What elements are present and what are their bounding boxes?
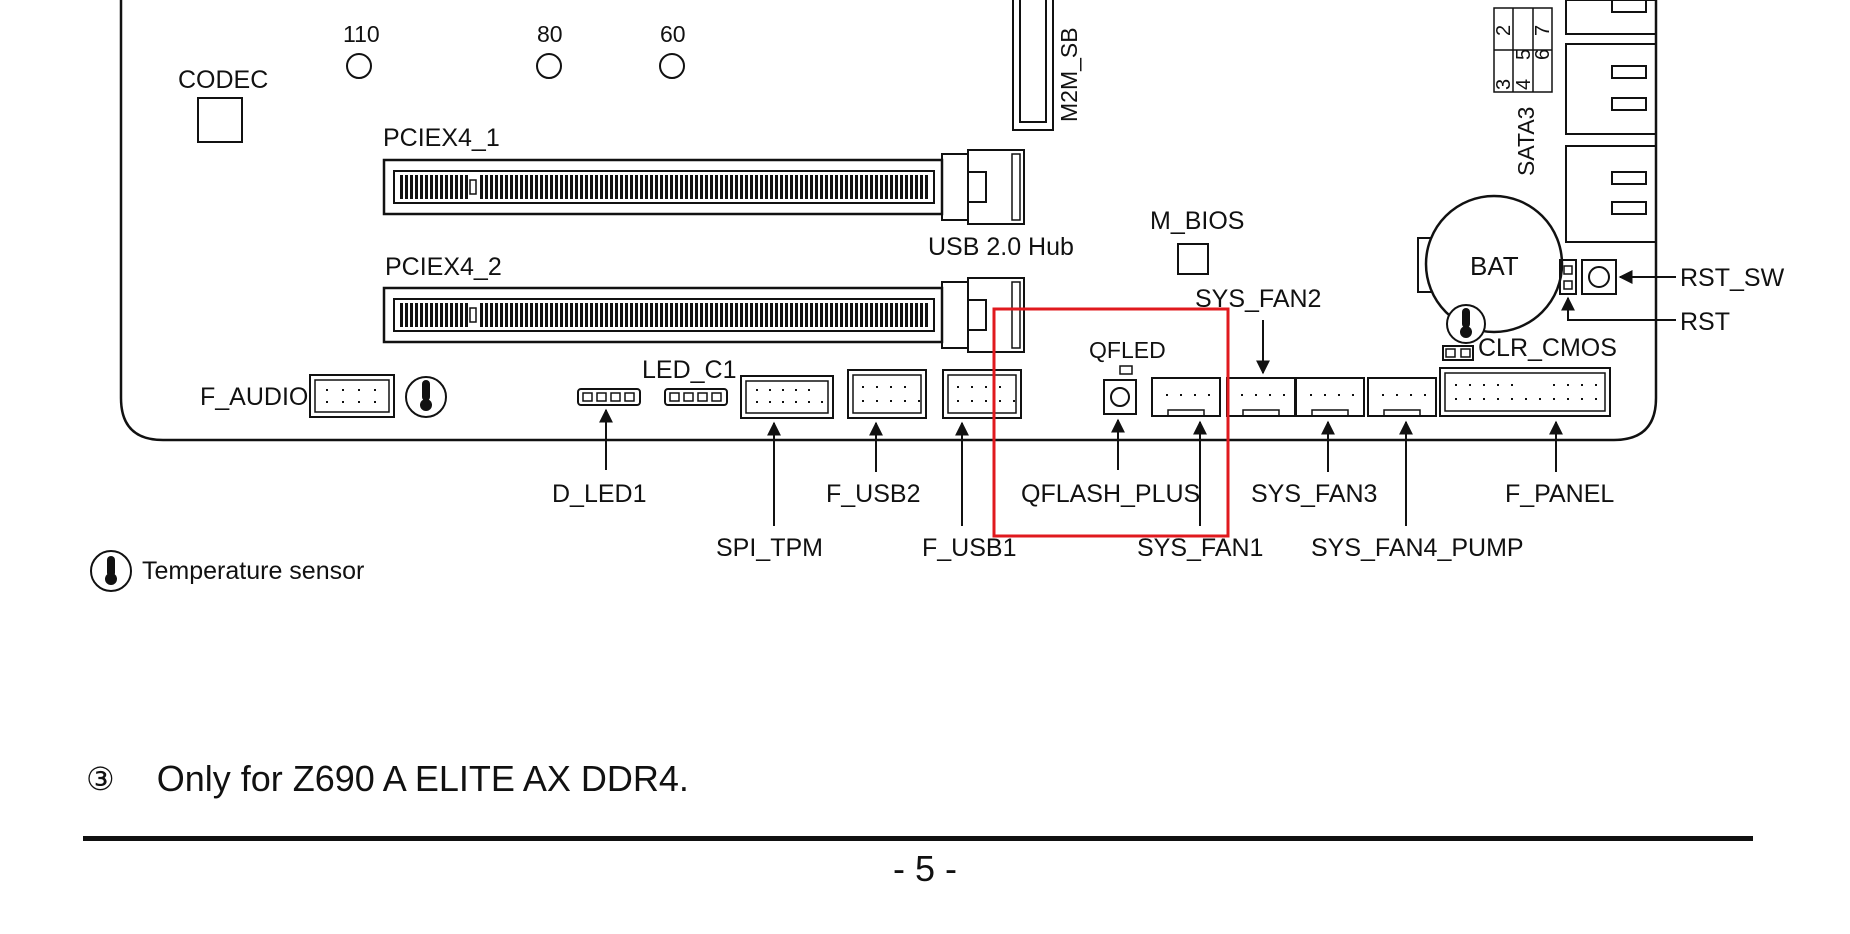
footer-rule	[83, 836, 1753, 841]
f-panel-header	[1439, 367, 1611, 417]
codec-chip	[197, 97, 243, 143]
spi-tpm-label: SPI_TPM	[716, 534, 823, 562]
mount-hole-60	[659, 53, 685, 79]
board-outline	[119, 0, 1658, 442]
sys-fan4-pump-header	[1367, 377, 1437, 417]
led-c1-header	[664, 388, 728, 406]
clr-cmos-label: CLR_CMOS	[1478, 334, 1617, 362]
pciex4-1-slot	[382, 149, 1025, 225]
svg-text:2: 2	[1493, 25, 1515, 36]
motherboard-diagram: CODEC 110 80 60 M2M_SB PCIEX4_1 PCIEX4_2…	[119, 0, 1785, 562]
sata-port-numbers: 3 5 7 2 4 6	[1493, 7, 1554, 93]
qflash-plus-label: QFLASH_PLUS	[1021, 480, 1200, 508]
m2m-sb-slot	[1012, 0, 1054, 131]
mount-hole-110	[346, 53, 372, 79]
sys-fan4-pump-label: SYS_FAN4_PUMP	[1311, 534, 1524, 562]
f-audio-label: F_AUDIO	[200, 383, 308, 411]
highlight-box	[992, 307, 1230, 538]
svg-text:3: 3	[1493, 79, 1515, 90]
sata-connectors	[1565, 0, 1657, 243]
rst-label: RST	[1680, 308, 1730, 336]
legend-text: Temperature sensor	[142, 556, 365, 585]
svg-text:4: 4	[1513, 79, 1535, 90]
sys-fan3-header	[1295, 377, 1365, 417]
thermometer-icon	[1446, 304, 1486, 344]
hole-80-label: 80	[537, 21, 563, 47]
sata3-label: SATA3	[1513, 107, 1539, 176]
pciex4-1-label: PCIEX4_1	[383, 124, 500, 152]
qfled-led	[1119, 365, 1133, 375]
footnote: ③ Only for Z690 A ELITE AX DDR4.	[86, 758, 689, 800]
f-usb1-header	[942, 369, 1022, 419]
f-panel-label: F_PANEL	[1505, 480, 1614, 508]
d-led1-header	[577, 388, 641, 406]
svg-text:7: 7	[1532, 25, 1554, 36]
f-usb1-label: F_USB1	[922, 534, 1016, 562]
thermometer-icon	[90, 550, 132, 592]
codec-label: CODEC	[178, 66, 268, 94]
hole-110-label: 110	[343, 21, 380, 47]
rst-jumper	[1559, 259, 1577, 295]
thermometer-icon	[405, 376, 447, 418]
m2m-sb-label: M2M_SB	[1056, 27, 1082, 122]
spi-tpm-header	[740, 375, 834, 419]
page-number: - 5 -	[892, 848, 957, 889]
rst-sw-button	[1581, 259, 1617, 295]
led-c1-label: LED_C1	[642, 356, 737, 384]
mount-hole-80	[536, 53, 562, 79]
f-audio-header	[309, 374, 395, 418]
f-usb2-label: F_USB2	[826, 480, 920, 508]
clr-cmos-jumper	[1442, 345, 1474, 361]
pciex4-2-slot	[382, 277, 1025, 353]
f-usb2-header	[847, 369, 927, 419]
sys-fan3-label: SYS_FAN3	[1251, 480, 1377, 508]
svg-text:6: 6	[1532, 49, 1554, 60]
d-led1-label: D_LED1	[552, 480, 647, 508]
hole-60-label: 60	[660, 21, 686, 47]
pciex4-2-label: PCIEX4_2	[385, 253, 502, 281]
qflash-plus-button	[1103, 379, 1137, 415]
bat-label: BAT	[1470, 251, 1519, 281]
footnote-text: Only for Z690 A ELITE AX DDR4.	[156, 758, 689, 799]
qfled-label: QFLED	[1089, 337, 1166, 363]
m-bios-chip	[1177, 243, 1209, 275]
usb20-hub-label: USB 2.0 Hub	[928, 233, 1074, 261]
legend: Temperature sensor	[88, 548, 364, 594]
footnote-marker: ③	[86, 761, 115, 797]
m-bios-label: M_BIOS	[1150, 207, 1244, 235]
sys-fan2-header	[1226, 377, 1296, 417]
rst-sw-label: RST_SW	[1680, 264, 1785, 292]
sys-fan1-header	[1151, 377, 1221, 417]
cmos-battery	[1417, 194, 1564, 334]
sys-fan1-label: SYS_FAN1	[1137, 534, 1263, 562]
svg-text:5: 5	[1513, 49, 1535, 60]
